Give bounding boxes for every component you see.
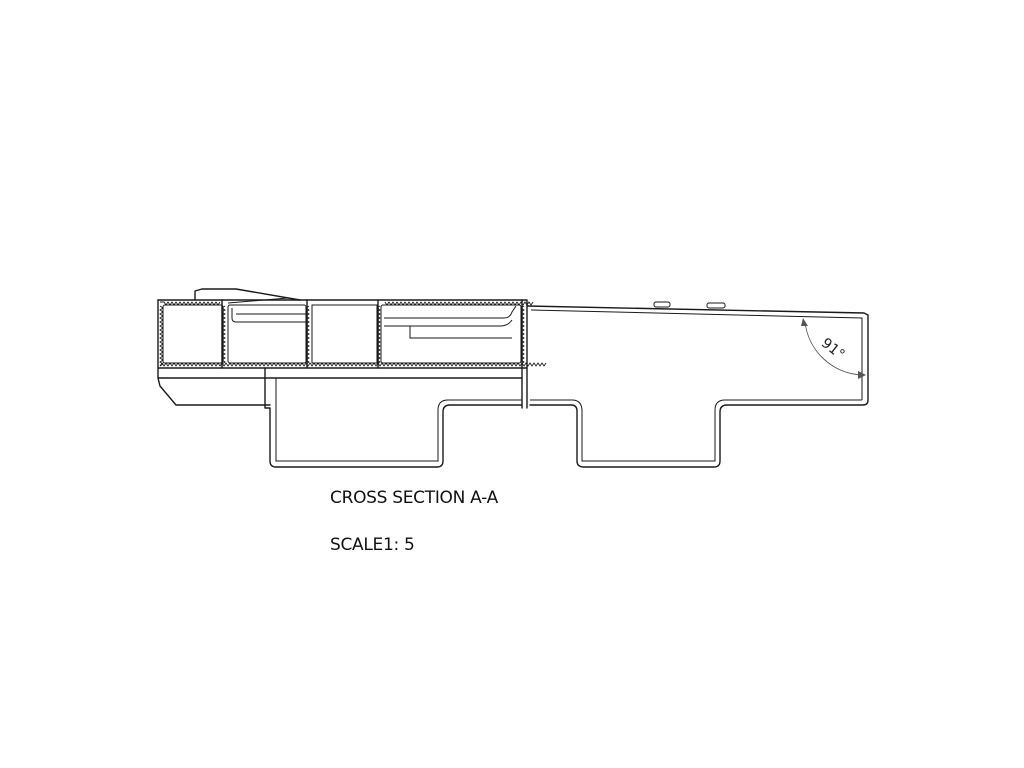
- right-plate: [526, 301, 869, 468]
- section-title: CROSS SECTION A-A: [330, 488, 498, 508]
- right-cavity-slot: [384, 305, 517, 339]
- section-scale: SCALE1: 5: [330, 535, 415, 555]
- lower-channel: [264, 367, 862, 468]
- left-box-sections: [157, 299, 528, 409]
- top-latch: [194, 288, 306, 323]
- wall-hatching: [159, 301, 547, 367]
- angle-label: 91°: [818, 335, 847, 363]
- angle-dimension: 91°: [801, 318, 866, 379]
